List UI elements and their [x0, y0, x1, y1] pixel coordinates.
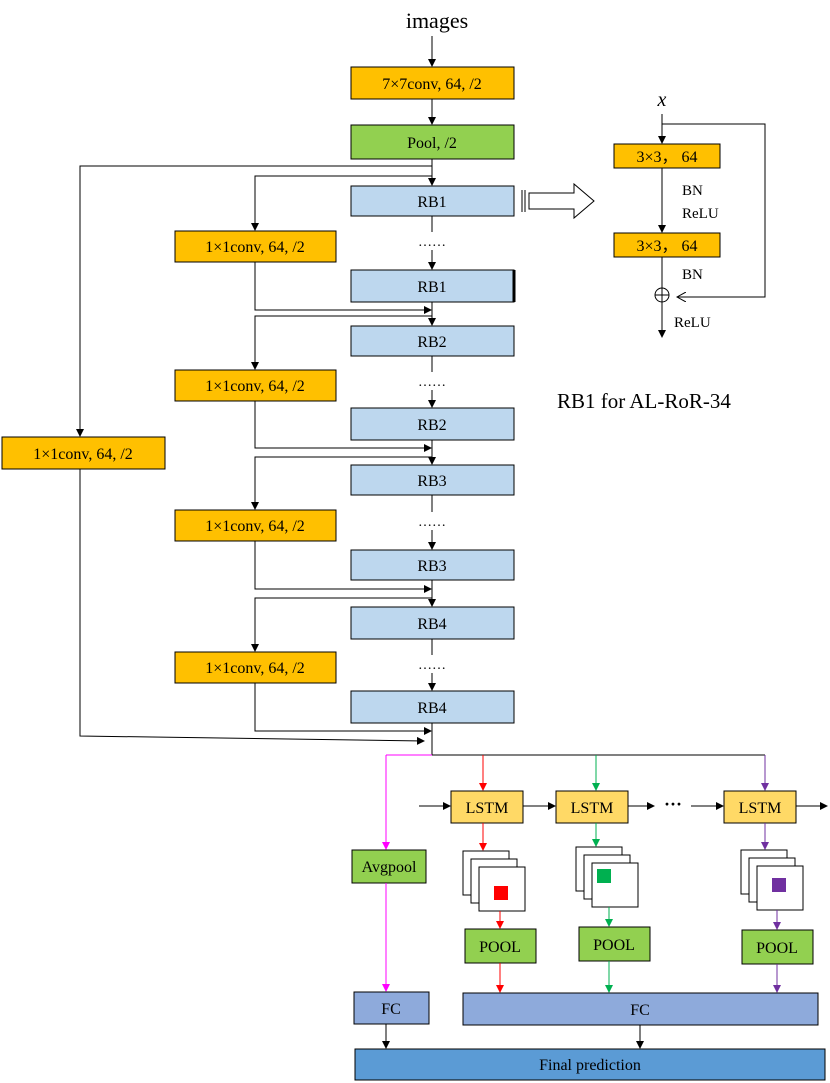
rb4-first-label: RB4 [417, 616, 446, 633]
detail-conv-2: 3×3， 64 [613, 232, 721, 258]
detail-relu-1: ReLU [682, 206, 719, 222]
shortcut-conv-1-label: 1×1conv, 64, /2 [205, 239, 305, 256]
shortcut-conv-long: 1×1conv, 64, /2 [1, 436, 166, 470]
rb2-first-block: RB2 [350, 325, 515, 357]
detail-bn-1: BN [682, 183, 703, 199]
input-label: images [406, 8, 468, 33]
dots-2: …… [418, 375, 446, 390]
stem-pool-label: Pool, /2 [407, 135, 457, 152]
feature-map-stack-2 [575, 846, 639, 908]
pool-3-label: POOL [756, 940, 798, 957]
shortcut-conv-4: 1×1conv, 64, /2 [174, 651, 337, 684]
rb2-last-block: RB2 [350, 407, 515, 441]
rb2-first-label: RB2 [417, 334, 446, 351]
stem-conv-block: 7×7conv, 64, /2 [350, 66, 515, 100]
lstm-cell-3: LSTM [723, 790, 797, 824]
lstm-cell-2: LSTM [555, 790, 629, 824]
stem-conv-label: 7×7conv, 64, /2 [382, 76, 482, 93]
shortcut-conv-2: 1×1conv, 64, /2 [174, 369, 337, 402]
shortcut-conv-3-label: 1×1conv, 64, /2 [205, 518, 305, 535]
feature-map-stack-1 [462, 850, 526, 912]
shortcut-conv-3: 1×1conv, 64, /2 [174, 509, 337, 542]
add-circle-icon [654, 287, 670, 303]
rb1-expand-arrow [521, 182, 595, 220]
shortcut-conv-4-label: 1×1conv, 64, /2 [205, 660, 305, 677]
dots-1: …… [418, 235, 446, 250]
detail-x-label: x [657, 89, 667, 111]
rb3-first-label: RB3 [417, 473, 446, 490]
pool-block-1: POOL [464, 928, 537, 964]
rb1-last-label: RB1 [417, 279, 446, 296]
lstm-1-label: LSTM [466, 800, 509, 817]
fc-small-label: FC [381, 1001, 401, 1018]
rb4-last-label: RB4 [417, 700, 446, 717]
lstm-2-label: LSTM [571, 800, 614, 817]
shortcut-conv-long-label: 1×1conv, 64, /2 [33, 446, 133, 463]
rb3-first-block: RB3 [350, 464, 515, 496]
avgpool-label: Avgpool [362, 859, 417, 876]
rb4-last-block: RB4 [350, 690, 515, 724]
shortcut-conv-2-label: 1×1conv, 64, /2 [205, 378, 305, 395]
pool-block-2: POOL [578, 926, 651, 962]
detail-relu-2: ReLU [674, 315, 711, 331]
stem-pool-block: Pool, /2 [350, 124, 515, 160]
feature-map-stack-3 [740, 849, 804, 911]
detail-conv-2-label: 3×3， 64 [636, 238, 697, 255]
lstm-ellipsis: ··· [664, 794, 682, 814]
detail-bn-2: BN [682, 267, 703, 283]
dots-3: …… [418, 515, 446, 530]
lstm-3-label: LSTM [739, 800, 782, 817]
rb4-first-block: RB4 [350, 606, 515, 640]
dots-4: …… [418, 658, 446, 673]
shortcut-conv-1: 1×1conv, 64, /2 [174, 230, 337, 263]
final-prediction-label: Final prediction [539, 1057, 641, 1074]
fc-wide-label: FC [630, 1002, 650, 1019]
pool-block-3: POOL [741, 929, 814, 965]
rb1-first-block: RB1 [350, 185, 515, 217]
pool-1-label: POOL [479, 939, 521, 956]
detail-conv-1: 3×3， 64 [613, 143, 721, 169]
detail-conv-1-label: 3×3， 64 [636, 149, 697, 166]
final-prediction-block: Final prediction [354, 1048, 826, 1081]
rb3-last-block: RB3 [350, 549, 515, 581]
lstm-cell-1: LSTM [450, 790, 524, 824]
rb1-last-block: RB1 [350, 269, 516, 303]
fc-small-block: FC [353, 991, 430, 1025]
fc-wide-block: FC [462, 992, 819, 1026]
pool-2-label: POOL [593, 937, 635, 954]
rb2-last-label: RB2 [417, 417, 446, 434]
rb1-first-label: RB1 [417, 194, 446, 211]
rb3-last-label: RB3 [417, 558, 446, 575]
avgpool-block: Avgpool [351, 849, 427, 884]
detail-caption: RB1 for AL-RoR-34 [557, 389, 731, 413]
